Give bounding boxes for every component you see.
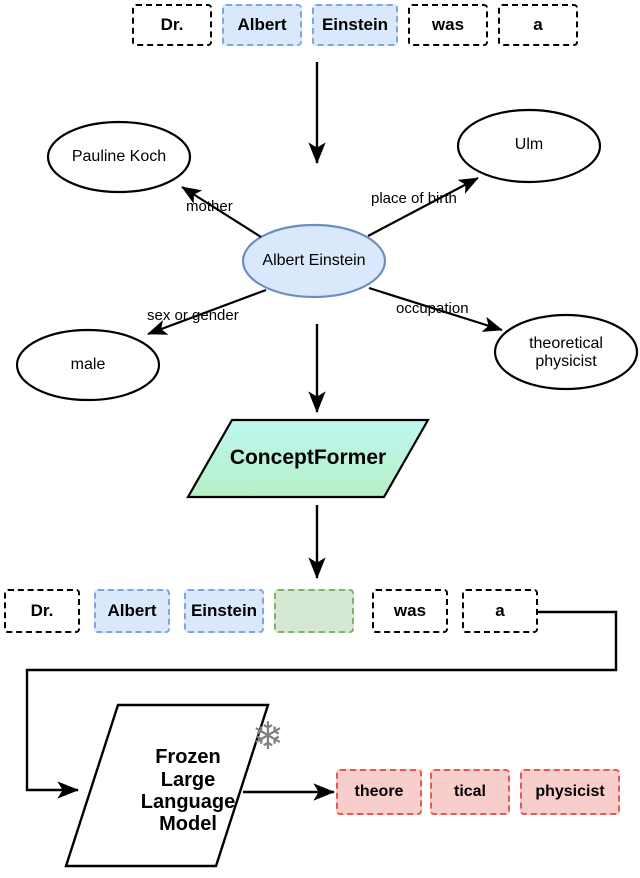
snowflake-icon: ❄ bbox=[252, 716, 284, 758]
input-token-0[interactable]: Dr. bbox=[132, 4, 212, 46]
augmented-token-4[interactable]: was bbox=[372, 589, 448, 633]
input-token-1[interactable]: Albert bbox=[222, 4, 302, 46]
output-token-1[interactable]: tical bbox=[430, 769, 510, 815]
output-token-0[interactable]: theore bbox=[336, 769, 422, 815]
augmented-token-0[interactable]: Dr. bbox=[4, 589, 80, 633]
node-pauline-koch bbox=[46, 120, 192, 194]
edge-label-place-of-birth: place of birth bbox=[371, 190, 457, 207]
input-token-3[interactable]: was bbox=[408, 4, 488, 46]
edge-label-mother: mother bbox=[186, 198, 233, 215]
edge-place-of-birth bbox=[367, 177, 479, 237]
shape-conceptformer bbox=[186, 418, 430, 499]
augmented-token-concept-slot[interactable] bbox=[274, 589, 354, 633]
augmented-token-2[interactable]: Einstein bbox=[184, 589, 264, 633]
node-theoretical-physicist bbox=[493, 313, 639, 391]
shape-frozen-llm bbox=[64, 703, 270, 868]
connector-tokens-to-llm bbox=[25, 610, 618, 799]
edge-sex-or-gender bbox=[147, 288, 267, 336]
node-male bbox=[15, 328, 161, 402]
input-token-2[interactable]: Einstein bbox=[312, 4, 398, 46]
node-ulm bbox=[456, 108, 602, 184]
edge-occupation bbox=[368, 286, 503, 332]
augmented-token-5[interactable]: a bbox=[462, 589, 538, 633]
edge-label-occupation: occupation bbox=[396, 300, 469, 317]
edge-mother bbox=[181, 186, 262, 238]
edge-label-sex-or-gender: sex or gender bbox=[147, 307, 239, 324]
input-token-4[interactable]: a bbox=[498, 4, 578, 46]
node-albert-einstein bbox=[241, 223, 387, 299]
output-token-2[interactable]: physicist bbox=[520, 769, 620, 815]
augmented-token-1[interactable]: Albert bbox=[94, 589, 170, 633]
